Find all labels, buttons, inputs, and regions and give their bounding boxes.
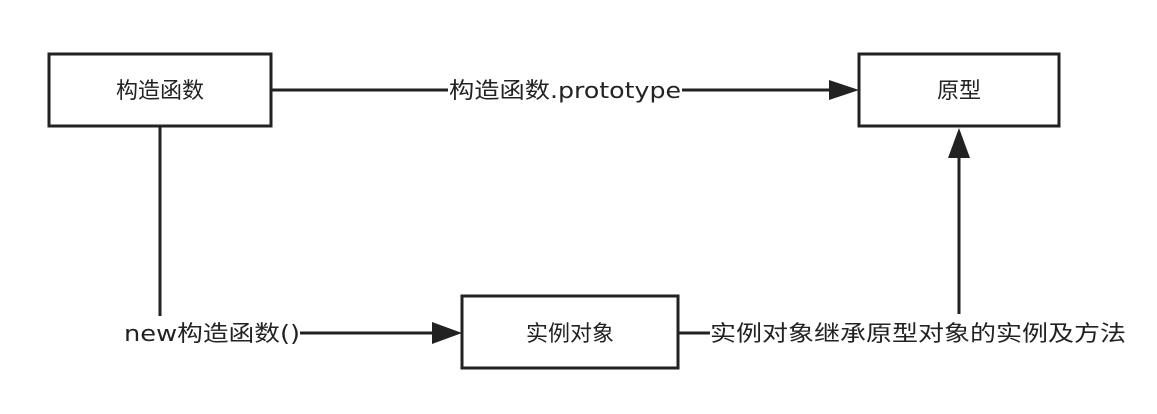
edge-constructor-to-instance [158,126,462,344]
arrowhead-to-prototype [829,80,859,100]
arrowhead-up-to-prototype [948,128,970,158]
arrowhead-to-instance [432,322,462,344]
edge-label-new-constructor: new构造函数() [124,322,300,347]
node-instance[interactable]: 实例对象 [460,294,680,370]
node-prototype[interactable]: 原型 [857,52,1061,128]
edge-label-inherit: 实例对象继承原型对象的实例及方法 [710,322,1126,347]
node-constructor-label: 构造函数 [116,79,204,104]
edge-label-constructor-prototype: 构造函数.prototype [449,79,681,104]
node-instance-label: 实例对象 [526,322,614,347]
node-prototype-label: 原型 [937,79,981,104]
node-constructor[interactable]: 构造函数 [47,52,273,128]
edge-instance-to-prototype [678,128,970,335]
edge-constructor-to-prototype [272,80,859,100]
